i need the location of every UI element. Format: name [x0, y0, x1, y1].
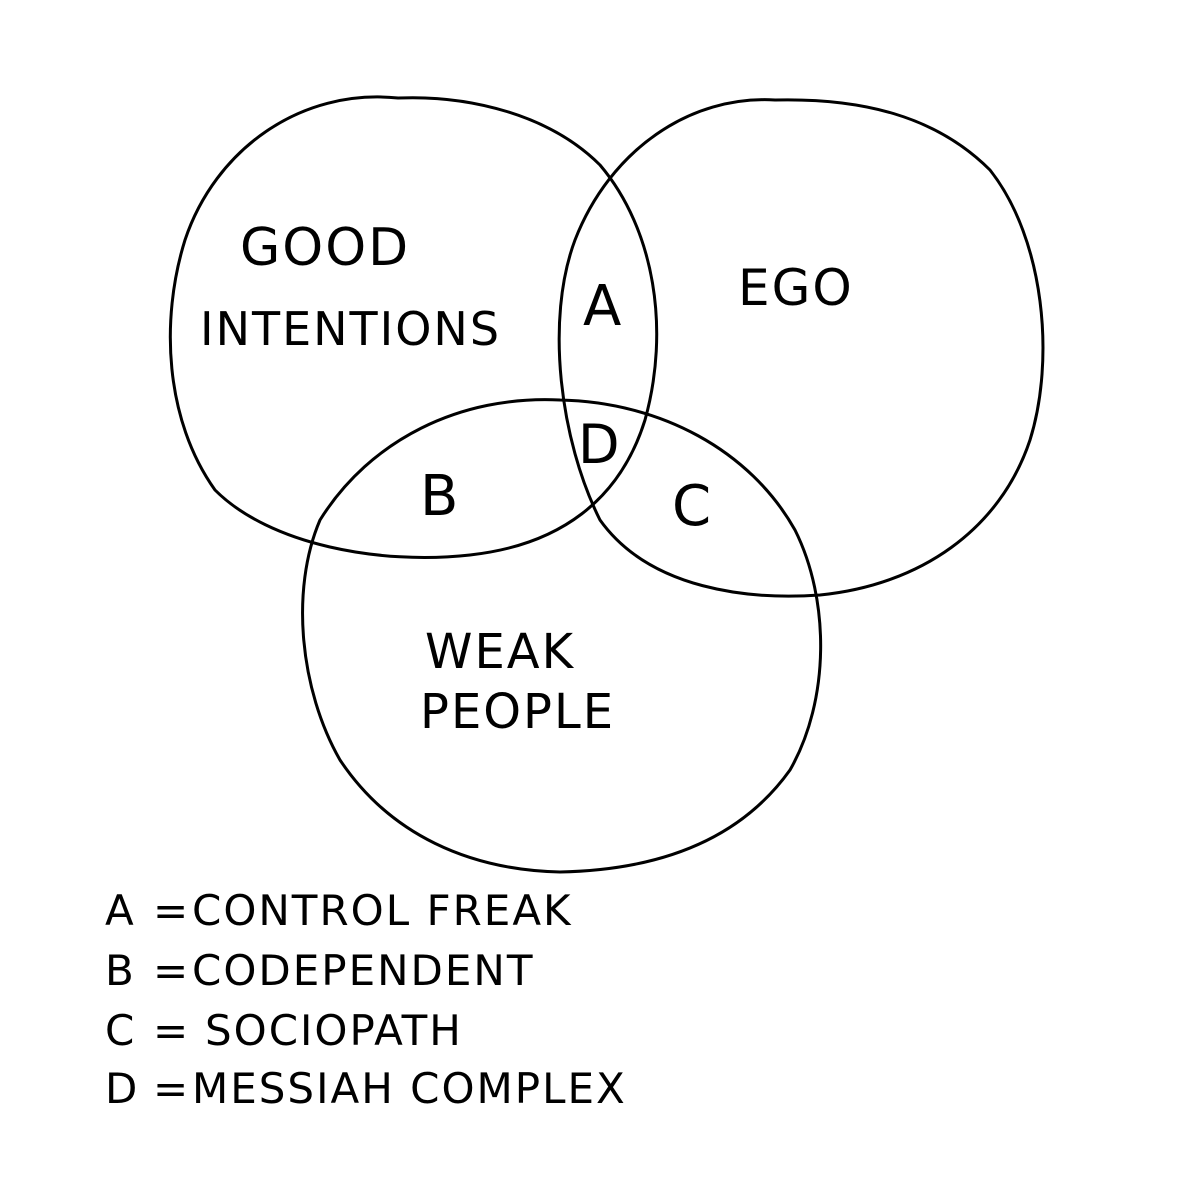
circle-weak-people: [301, 398, 823, 874]
legend-item: C = SOCIOPATH: [105, 1006, 463, 1055]
region-label-b: B: [420, 464, 460, 529]
legend-item: A = CONTROL FREAK: [105, 886, 573, 935]
label-good-intentions-line1: GOOD: [240, 218, 410, 278]
legend-meaning: MESSIAH COMPLEX: [192, 1064, 627, 1113]
legend: A = CONTROL FREAK B = CODEPENDENT C = SO…: [105, 886, 627, 1113]
legend-meaning: CODEPENDENT: [192, 946, 535, 995]
region-label-a: A: [583, 274, 623, 339]
legend-key: C: [105, 1006, 136, 1055]
legend-key: B: [105, 946, 136, 995]
circle-ego: [557, 98, 1045, 598]
region-label-c: C: [672, 474, 713, 539]
legend-equals: =: [153, 946, 190, 995]
legend-key: A: [105, 886, 136, 935]
legend-key: D: [105, 1064, 139, 1113]
legend-equals: =: [153, 886, 190, 935]
legend-meaning: SOCIOPATH: [205, 1006, 463, 1055]
circle-good-intentions: [168, 95, 659, 559]
label-good-intentions-line2: INTENTIONS: [200, 302, 501, 356]
region-label-d: D: [578, 413, 622, 476]
label-weak-people-line2: PEOPLE: [420, 684, 615, 740]
label-ego: EGO: [738, 259, 854, 317]
legend-item: D = MESSIAH COMPLEX: [105, 1064, 627, 1113]
legend-equals: =: [153, 1064, 190, 1113]
legend-item: B = CODEPENDENT: [105, 946, 535, 995]
legend-meaning: CONTROL FREAK: [192, 886, 573, 935]
label-weak-people-line1: WEAK: [425, 624, 575, 680]
legend-equals: =: [153, 1006, 190, 1055]
